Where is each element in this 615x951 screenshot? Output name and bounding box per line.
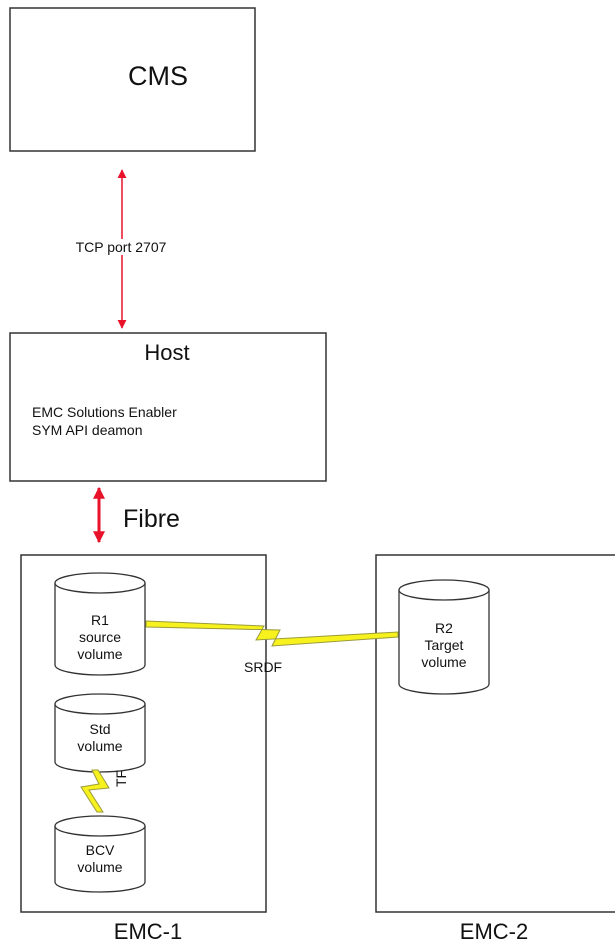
std-cylinder-icon [54, 693, 146, 773]
host-box [9, 332, 327, 482]
srdf-lightning-icon [145, 620, 399, 647]
r1-line-1: R1 [91, 612, 109, 628]
fibre-label: Fibre [123, 505, 180, 533]
srdf-label: SRDF [244, 659, 283, 675]
tcp-port-label: TCP port 2707 [73, 239, 169, 255]
r1-line-3: volume [77, 646, 123, 662]
emc1-label: EMC-1 [113, 919, 183, 944]
bcv-volume-label: BCV volume [77, 842, 122, 876]
emc2-label: EMC-2 [459, 919, 529, 944]
r2-volume-label: R2 Target volume [421, 620, 466, 671]
host-line-2: SYM API deamon [32, 422, 143, 438]
r1-line-2: source [78, 629, 122, 645]
r2-cylinder-icon [398, 579, 490, 695]
std-line-1: Std [89, 721, 111, 737]
bcv-line-1: BCV [85, 842, 115, 858]
std-volume-label: Std volume [77, 721, 122, 755]
r2-line-3: volume [421, 654, 467, 670]
r1-volume-label: R1 source volume [77, 612, 122, 663]
cms-box [9, 7, 256, 152]
r1-cylinder-icon [54, 572, 146, 676]
bcv-line-2: volume [77, 859, 123, 875]
r2-line-2: Target [424, 637, 464, 653]
cms-label: CMS [128, 61, 188, 91]
bcv-cylinder-icon [54, 815, 146, 893]
std-line-2: volume [77, 738, 123, 754]
tf-lightning-icon [80, 769, 110, 813]
r2-line-1: R2 [435, 620, 453, 636]
host-title: Host [144, 340, 190, 365]
host-line-1: EMC Solutions Enabler [32, 404, 177, 420]
tf-label: TF [113, 769, 129, 787]
